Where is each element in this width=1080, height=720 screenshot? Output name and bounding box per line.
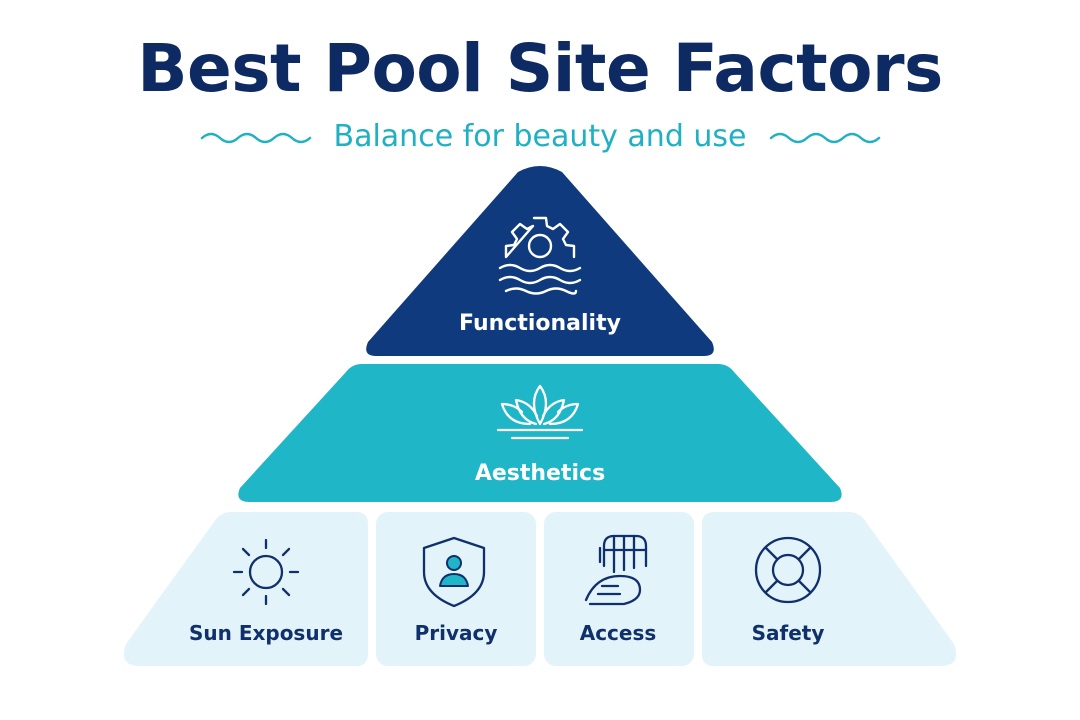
gear-water-icon [498,216,582,295]
subtitle-row: Balance for beauty and use [0,114,1080,158]
base-cell-access [544,512,694,666]
base-label-access: Access [580,621,657,645]
sun-icon [232,538,300,606]
pool-ladder-icon [584,534,648,606]
shield-person-icon [422,536,486,608]
base-label-privacy: Privacy [415,621,498,645]
life-ring-icon [754,536,822,604]
tier-functionality: Functionality [366,166,714,356]
base-cell-safety: Safety [702,512,957,666]
wave-right-icon [769,132,880,144]
tier-functionality-label: Functionality [459,311,621,336]
tier-base: Sun Exposure Privacy Access [123,512,957,666]
wave-left-icon [200,132,311,144]
lotus-icon [496,384,584,440]
base-cell-privacy [376,512,536,666]
page-title: Best Pool Site Factors [137,30,943,107]
base-label-safety: Safety [752,621,825,645]
base-cell-sun-exposure: Sun Exposure [123,512,368,666]
base-label-sun-exposure: Sun Exposure [189,621,343,645]
tier-aesthetics-label: Aesthetics [475,461,605,486]
tier-aesthetics: Aesthetics [238,364,842,502]
page-subtitle: Balance for beauty and use [333,118,747,154]
